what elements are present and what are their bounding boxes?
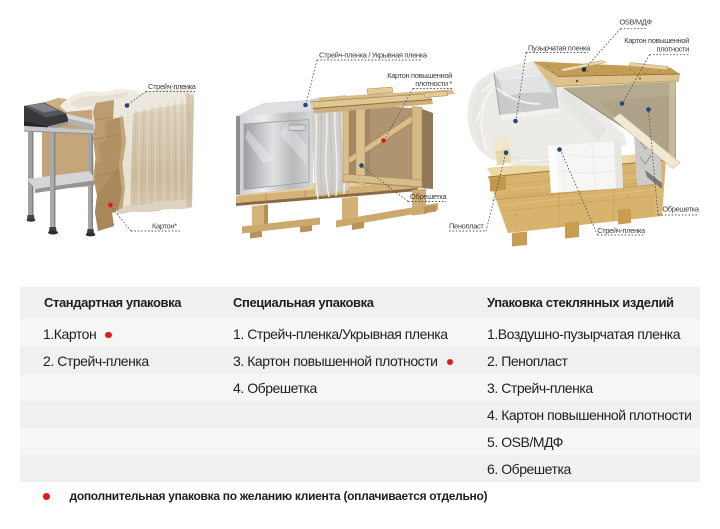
svg-text:плотности *: плотности * — [415, 79, 452, 88]
svg-text:Пенопласт: Пенопласт — [449, 222, 484, 231]
svg-text:OSB/МДФ: OSB/МДФ — [619, 18, 652, 27]
svg-text:Стрейч-пленка: Стрейч-пленка — [148, 82, 197, 91]
svg-text:плотности: плотности — [656, 45, 689, 54]
svg-text:Картон*: Картон* — [152, 222, 177, 231]
svg-text:Обрешетка: Обрешетка — [410, 192, 447, 201]
svg-text:Стрейч-пленка: Стрейч-пленка — [597, 226, 646, 235]
svg-text:Картон повышенной: Картон повышенной — [624, 36, 689, 45]
svg-text:Пузырчатая пленка: Пузырчатая пленка — [528, 44, 591, 53]
svg-text:Стрейч-пленка / Укрывная пленк: Стрейч-пленка / Укрывная пленка — [319, 51, 428, 60]
svg-text:Картон повышенной: Картон повышенной — [387, 71, 452, 80]
svg-text:Обрешетка: Обрешетка — [662, 205, 699, 214]
